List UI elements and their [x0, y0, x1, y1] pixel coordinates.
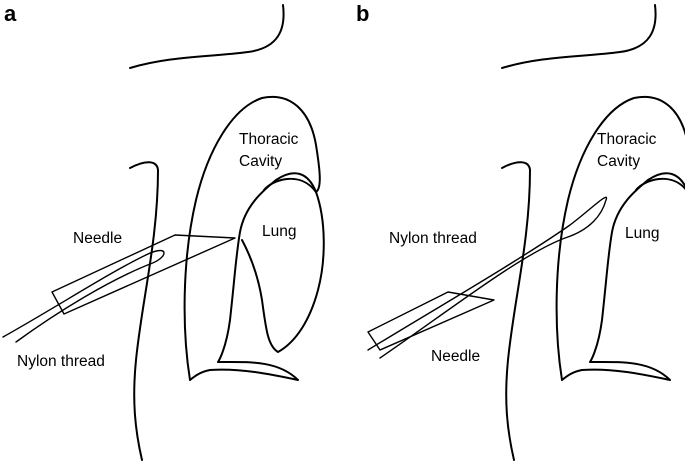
thread-loop [367, 196, 608, 359]
needle-shape [367, 291, 495, 351]
panel-label-b: b [356, 1, 369, 26]
neck-outline [129, 4, 285, 69]
thoracic-label-line2: Cavity [239, 153, 282, 170]
neck-outline [501, 4, 657, 69]
lung-outline [241, 177, 325, 353]
nylon-thread-label: Nylon thread [389, 230, 477, 247]
thread-loop [2, 249, 165, 343]
thoracic-label-line1: Thoracic [597, 131, 657, 148]
lung-label: Lung [625, 225, 659, 242]
chest-wall [129, 161, 159, 461]
thoracic-label-line1: Thoracic [239, 131, 299, 148]
lung-outline [635, 177, 685, 191]
panel-label-a: a [4, 1, 17, 26]
panel-a: a Needle Nylon thread Thoracic Cavity Lu… [2, 1, 325, 461]
thoracic-label-line2: Cavity [597, 153, 640, 170]
needle-label: Needle [73, 230, 122, 247]
nylon-thread-label: Nylon thread [17, 353, 105, 370]
panel-b: b Nylon thread Needle Thoracic Cavity Lu… [356, 1, 685, 461]
needle-label: Needle [431, 348, 480, 365]
lung-label: Lung [262, 223, 296, 240]
needle-shape [51, 234, 236, 315]
chest-wall [501, 161, 531, 461]
